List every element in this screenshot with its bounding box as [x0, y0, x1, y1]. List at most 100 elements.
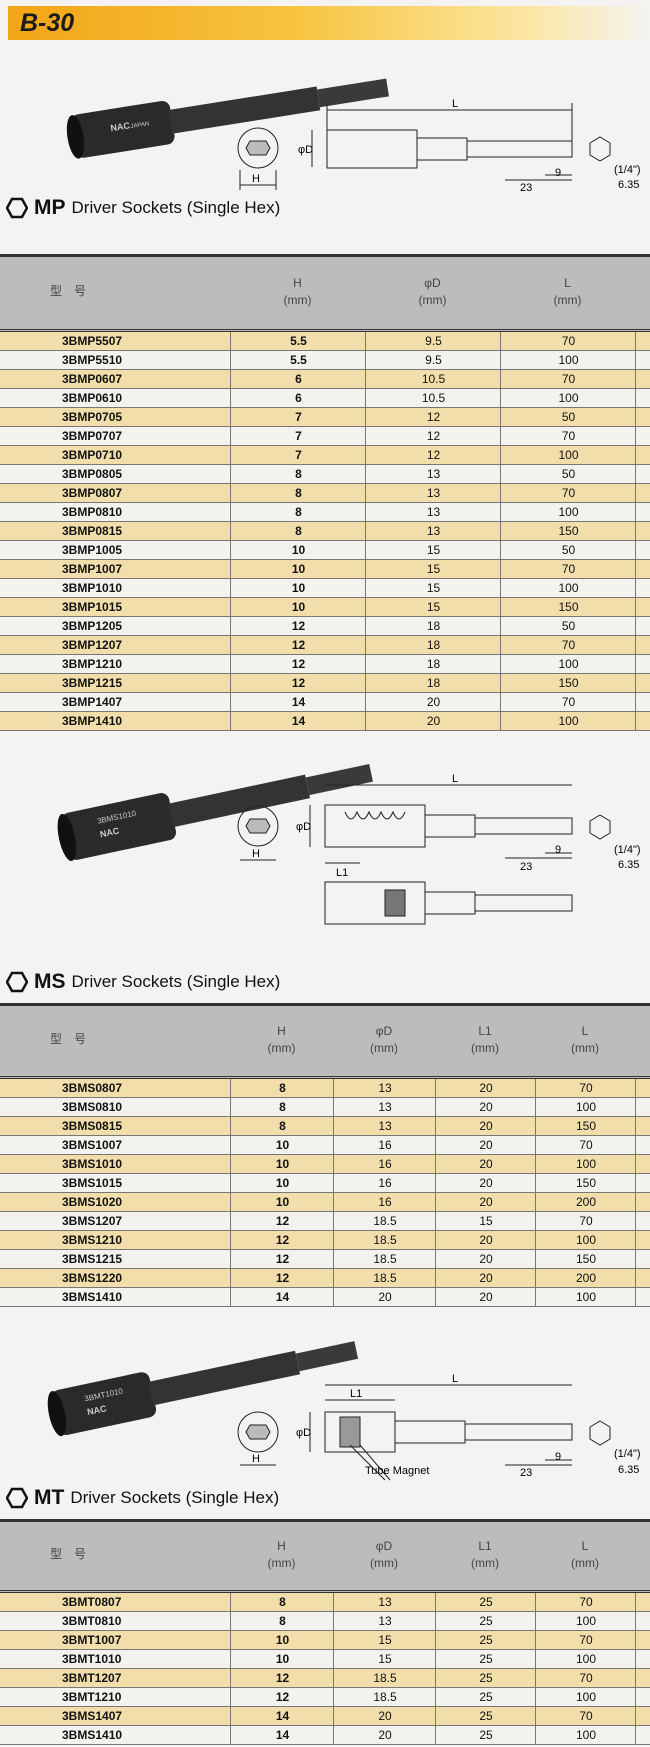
- cell-phid: 13: [365, 503, 501, 521]
- cell-extra: [635, 712, 650, 730]
- mp-title: Driver Sockets (Single Hex): [71, 198, 281, 217]
- cell-model: 3BMS1020: [62, 1195, 123, 1209]
- cell-model: 3BMS0815: [62, 1119, 123, 1133]
- cell-model: 3BMP0710: [62, 448, 123, 462]
- cell-model: 3BMP1410: [62, 714, 123, 728]
- cell-phid: 16: [333, 1136, 436, 1154]
- cell-l1: 20: [435, 1193, 536, 1211]
- cell-h: 10: [230, 1174, 334, 1192]
- mp-code: MP: [34, 196, 66, 219]
- cell-phid: 13: [365, 522, 501, 540]
- cell-h: 8: [230, 1117, 334, 1135]
- cell-model: 3BMS0810: [62, 1100, 123, 1114]
- ms-diagram: 3BMS1010 NAC φD H L L1 23 9 (1/4") 6.35: [57, 764, 641, 925]
- h-label: H: [252, 848, 260, 860]
- cell-model: 3BMS1220: [62, 1271, 123, 1285]
- cell-extra: [635, 1669, 650, 1687]
- column-header-l: L (mm): [571, 1024, 599, 1055]
- cell-l: 100: [535, 1688, 636, 1706]
- l1-label: L1: [336, 867, 348, 879]
- cell-l1: 25: [435, 1707, 536, 1725]
- cell-h: 12: [230, 636, 366, 654]
- cell-l: 150: [535, 1117, 636, 1135]
- cell-phid: 18.5: [333, 1212, 436, 1230]
- hex-size-label: 6.35: [618, 1464, 639, 1476]
- cell-h: 10: [230, 1650, 334, 1668]
- cell-extra: [635, 1631, 650, 1649]
- cell-extra: [635, 541, 650, 559]
- cell-h: 10: [230, 1136, 334, 1154]
- brand-logo: NAC: [110, 120, 131, 133]
- cell-h: 14: [230, 1288, 334, 1306]
- cell-l: 150: [500, 522, 636, 540]
- mp-technical-drawing: [237, 103, 611, 190]
- cell-extra: [635, 1174, 650, 1192]
- cell-l: 150: [500, 674, 636, 692]
- cell-phid: 10.5: [365, 370, 501, 388]
- cell-phid: 10.5: [365, 389, 501, 407]
- cell-l1: 20: [435, 1269, 536, 1287]
- cell-l: 70: [500, 332, 636, 350]
- cell-h: 8: [230, 484, 366, 502]
- cell-phid: 15: [365, 541, 501, 559]
- cell-phid: 12: [365, 446, 501, 464]
- cell-l1: 25: [435, 1593, 536, 1611]
- cell-h: 10: [230, 560, 366, 578]
- cell-l1: 20: [435, 1174, 536, 1192]
- cell-model: 3BMS1007: [62, 1138, 123, 1152]
- cell-l: 150: [500, 598, 636, 616]
- cell-extra: [635, 465, 650, 483]
- cell-extra: [635, 693, 650, 711]
- l-label: L: [452, 98, 458, 110]
- cell-l1: 25: [435, 1631, 536, 1649]
- cell-model: 3BMP0815: [62, 524, 123, 538]
- column-header-l1: L1 (mm): [471, 1024, 499, 1055]
- cell-l: 150: [535, 1174, 636, 1192]
- mt-diagram: 3BMT1010 NAC φD H L L1 Tube Magnet 23 9 …: [47, 1341, 641, 1481]
- cell-phid: 18.5: [333, 1269, 436, 1287]
- cell-h: 8: [230, 1098, 334, 1116]
- cell-h: 12: [230, 1250, 334, 1268]
- mt-socket-photo: 3BMT1010 NAC: [47, 1341, 359, 1437]
- cell-l1: 20: [435, 1288, 536, 1306]
- cell-l1: 25: [435, 1650, 536, 1668]
- cell-extra: [635, 636, 650, 654]
- cell-phid: 18: [365, 655, 501, 673]
- cell-l: 70: [535, 1669, 636, 1687]
- phid-label: φD: [296, 1427, 311, 1439]
- cell-model: 3BMS1015: [62, 1176, 123, 1190]
- cell-phid: 15: [365, 598, 501, 616]
- cell-h: 14: [230, 712, 366, 730]
- cell-l1: 20: [435, 1231, 536, 1249]
- column-header-phid: φD (mm): [370, 1024, 398, 1055]
- cell-model: 3BMP1215: [62, 676, 123, 690]
- cell-extra: [635, 1193, 650, 1211]
- dim-23-label: 23: [520, 1467, 532, 1479]
- cell-phid: 16: [333, 1193, 436, 1211]
- cell-extra: [635, 617, 650, 635]
- cell-l: 50: [500, 408, 636, 426]
- l1-label: L1: [350, 1388, 362, 1400]
- l-label: L: [452, 773, 458, 785]
- cell-phid: 18.5: [333, 1688, 436, 1706]
- cell-l1: 20: [435, 1136, 536, 1154]
- cell-extra: [635, 408, 650, 426]
